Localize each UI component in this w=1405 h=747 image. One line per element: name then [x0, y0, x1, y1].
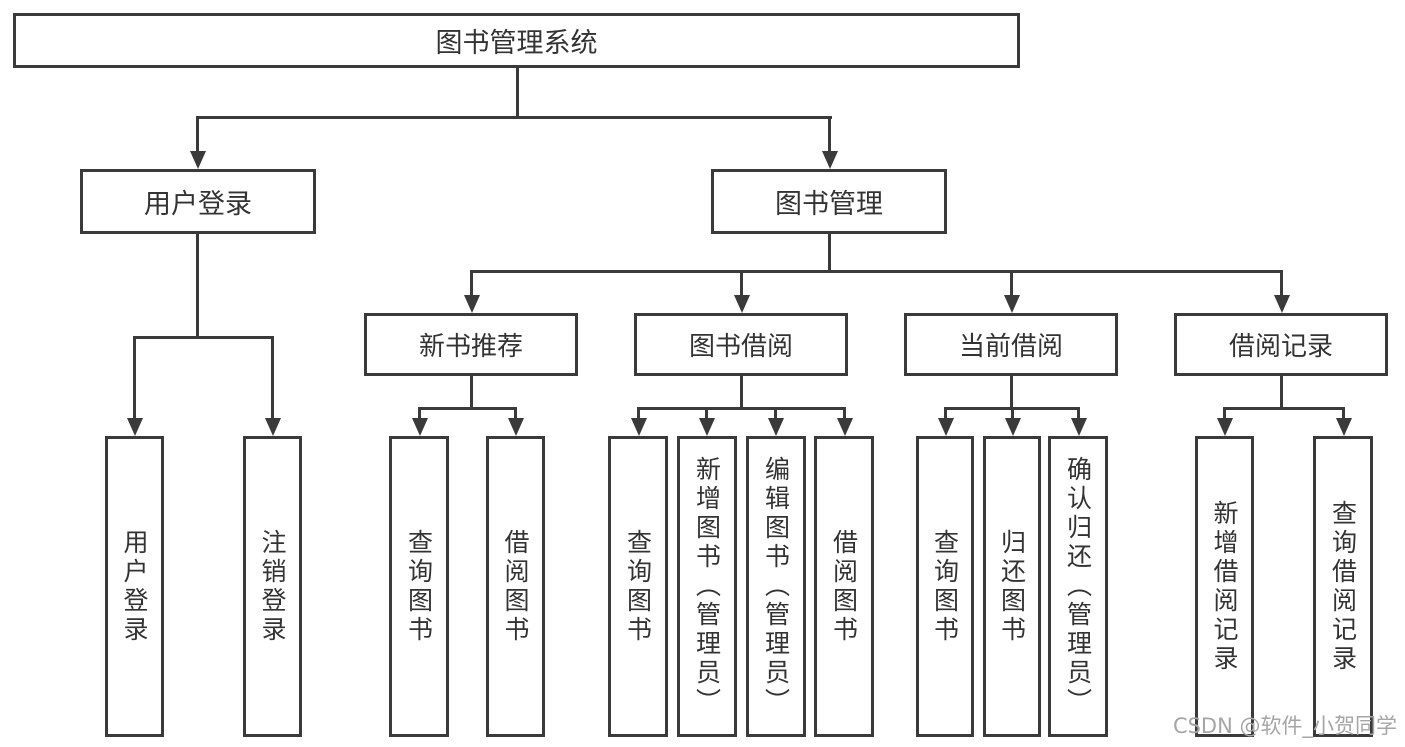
leaf-borrow-book-1: 借阅图书	[486, 436, 545, 737]
leaf-add-book-admin: 新增图书（管理员）	[677, 436, 737, 737]
connector-user-login-stem	[196, 234, 199, 336]
connector-new-book-bus	[418, 407, 516, 410]
arrow-current-borrow-leaf-1	[944, 407, 947, 418]
connector-borrow-record-bus	[1223, 407, 1343, 410]
arrow-new-book-leaf-1	[418, 407, 421, 418]
leaf-return-book: 归还图书	[983, 436, 1041, 737]
connector-current-borrow-stem	[1010, 376, 1013, 407]
arrow-book-borrow-leaf-2	[705, 407, 708, 418]
arrow-book-borrow-leaf-3	[774, 407, 777, 418]
csdn-watermark: CSDN @软件_小贺同学	[1172, 714, 1397, 738]
leaf-confirm-return-admin: 确认归还（管理员）	[1048, 436, 1108, 737]
leaf-user-login: 用户登录	[105, 436, 164, 737]
arrow-current-borrow-leaf-2	[1011, 407, 1014, 418]
connector-user-login-bus	[133, 336, 273, 339]
leaf-query-book-2: 查询图书	[608, 436, 668, 737]
node-book-borrow: 图书借阅	[634, 313, 848, 376]
arrow-to-book-borrow	[740, 270, 743, 295]
node-root: 图书管理系统	[13, 13, 1020, 68]
arrow-borrow-record-leaf-2	[1342, 407, 1345, 418]
connector-new-book-stem	[470, 376, 473, 407]
arrow-to-borrow-record	[1280, 270, 1283, 295]
arrow-book-borrow-leaf-4	[843, 407, 846, 418]
leaf-borrow-book-2: 借阅图书	[814, 436, 874, 737]
arrow-to-new-book	[470, 270, 473, 295]
node-current-borrow: 当前借阅	[904, 313, 1118, 376]
connector-borrow-record-stem	[1280, 376, 1283, 407]
node-book-management: 图书管理	[711, 169, 947, 234]
arrow-to-logout-leaf	[271, 336, 274, 418]
connector-root-bus	[196, 116, 832, 119]
arrow-current-borrow-leaf-3	[1077, 407, 1080, 418]
node-user-login: 用户登录	[80, 169, 316, 234]
connector-book-borrow-stem	[740, 376, 743, 407]
arrow-borrow-record-leaf-1	[1223, 407, 1226, 418]
connector-book-borrow-bus	[637, 407, 845, 410]
arrow-to-login-leaf	[133, 336, 136, 418]
arrow-to-current-borrow	[1010, 270, 1013, 295]
leaf-edit-book-admin: 编辑图书（管理员）	[746, 436, 806, 737]
leaf-query-book-1: 查询图书	[389, 436, 449, 737]
connector-book-mgmt-bus	[470, 270, 1282, 273]
node-new-book-recommend: 新书推荐	[364, 313, 578, 376]
leaf-logout: 注销登录	[243, 436, 302, 737]
node-borrow-record: 借阅记录	[1174, 313, 1388, 376]
arrow-to-book-management	[828, 116, 831, 151]
arrow-book-borrow-leaf-1	[637, 407, 640, 418]
connector-book-mgmt-stem	[828, 234, 831, 270]
arrow-to-user-login	[196, 116, 199, 151]
leaf-query-book-3: 查询图书	[916, 436, 974, 737]
arrow-new-book-leaf-2	[514, 407, 517, 418]
leaf-add-borrow-record: 新增借阅记录	[1195, 436, 1254, 737]
leaf-query-borrow-record: 查询借阅记录	[1313, 436, 1373, 737]
connector-root-stem	[516, 68, 519, 116]
